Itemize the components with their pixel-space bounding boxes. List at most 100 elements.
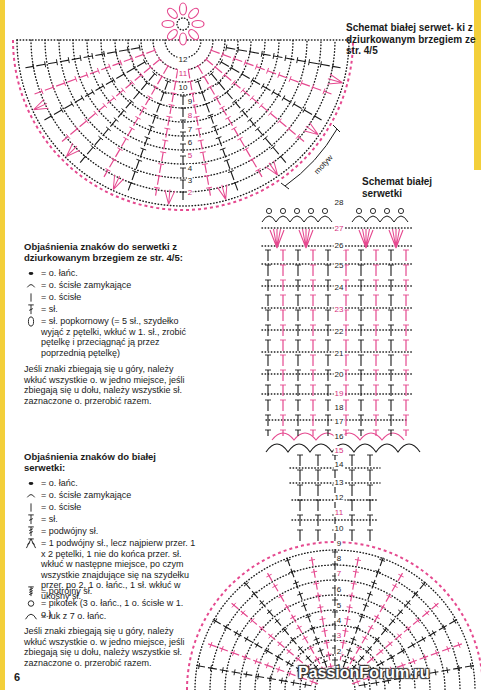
stem-columns [297,455,373,542]
row-number: 27 [334,224,345,233]
legend-text: = o. łańc. [24,268,196,279]
legend-text: = sł. [24,304,196,315]
legend-symbol [24,586,38,597]
legend-symbol [24,526,38,537]
legend-note: Jeśli znaki zbiegają się u góry, należy … [24,626,196,668]
page-edge [474,0,481,170]
legend-note: Jeśli znaki zbiegają się u góry, należy … [24,364,196,406]
legend-text: = o. ścisłe [24,292,196,303]
legend-symbol [24,292,38,303]
row-number: 10 [178,83,189,92]
legend-symbol [24,611,38,622]
chain-rows [17,40,349,206]
row-number: 20 [334,370,345,379]
top-chart [13,3,353,210]
row-number: 4 [336,616,342,625]
stitch-rays [25,45,341,200]
legend-entry: = o. ścisłe zamykające [24,490,196,501]
row-number: 12 [334,493,345,502]
edge-scallop [187,542,481,690]
legend-text: = sł. popkornowy (= 5 sł., szydełko wyją… [24,316,196,358]
legend-heading: Objaśnienia znaków do serwetki z dziurko… [24,242,196,264]
row-number: 8 [336,554,342,563]
row-number: 3 [336,631,342,640]
legend-text: = potrójny sł. [24,586,196,597]
right-chart [187,208,481,690]
legend-entry: = sł. [24,304,196,315]
row-number: 23 [334,305,345,314]
legend-symbol [24,304,38,315]
legend-entry: = potrójny sł. [24,586,196,597]
picots [266,208,403,213]
row-number: 11 [178,69,188,78]
legend-symbol [24,316,38,327]
legend-entry: = o. łańc. [24,478,196,489]
body-columns [265,250,409,436]
row-number: 7 [336,569,342,578]
row-number: 28 [334,198,345,207]
legend-entry: = o. łańc. [24,268,196,279]
row-number: 19 [334,389,345,398]
legend-symbol [24,490,38,501]
watermark: PassionForum.ru [298,664,430,682]
legend-entry: = podwójny sł. [24,526,196,537]
legend-text: = podwójny sł. [24,526,196,537]
row-number: 9 [187,97,193,106]
row-number: 24 [334,283,345,292]
legend-text: = łuk z 7 o. łańc. [24,611,196,622]
legend-text: = o. ścisłe [24,502,196,513]
chart-title: Schemat białej serwetki [362,176,462,199]
legend-symbol [24,268,38,279]
row-number: 9 [336,539,342,548]
stitch-rays [195,548,476,689]
row-number: 3 [187,176,193,185]
page-number: 6 [14,671,20,684]
row-number: 17 [334,417,345,426]
legend-text: = o. ścisłe zamykające [24,490,196,501]
legend-entry: = sł. popkornowy (= 5 sł., szydełko wyją… [24,316,196,358]
row-number: 12 [178,55,189,64]
legend-symbol [24,280,38,291]
row-number: 2 [336,647,342,656]
row-number: 2 [187,188,193,197]
legend-text: = o. łańc. [24,478,196,489]
legend-entry: = o. ścisłe [24,292,196,303]
row-number: 7 [187,125,193,134]
row-number: 11 [334,508,344,517]
top-loops [262,216,408,222]
row-number: 26 [334,241,345,250]
legend-symbol [24,598,38,609]
row-number: 18 [334,403,345,412]
edge-fans [31,74,343,205]
row-number: 16 [334,432,345,441]
page-edge [0,0,5,690]
legend-entry: = sł. [24,514,196,525]
row-number: 4 [187,164,193,173]
row-number: 15 [334,446,345,455]
motif-label: motyw [312,153,334,176]
row-number: 5 [187,151,193,160]
row-number: 5 [336,601,342,610]
row-number: 21 [334,349,345,358]
legend-symbol [24,514,38,525]
row-number: 14 [334,460,345,469]
starting-ring [177,18,189,30]
row-number: 6 [336,585,342,594]
row-number: 13 [334,478,345,487]
legend-symbol [24,478,38,489]
row-number: 22 [334,327,345,336]
legend-text: = sł. [24,514,196,525]
legend-entry: = o. ścisłe zamykające [24,280,196,291]
legend-heading: Objaśnienia znaków do białej serwetki: [24,452,196,474]
popcorn-stitches [162,3,204,45]
legend-entry: = o. ścisłe [24,502,196,513]
legend-symbol [24,538,38,549]
row-number: 6 [187,138,193,147]
row-number: 25 [334,261,345,270]
motif-bracket [281,125,340,189]
legend-text: = o. ścisłe zamykające [24,280,196,291]
chain-rows [195,228,475,690]
row-number: 10 [334,524,345,533]
edge-scallop [13,40,353,210]
